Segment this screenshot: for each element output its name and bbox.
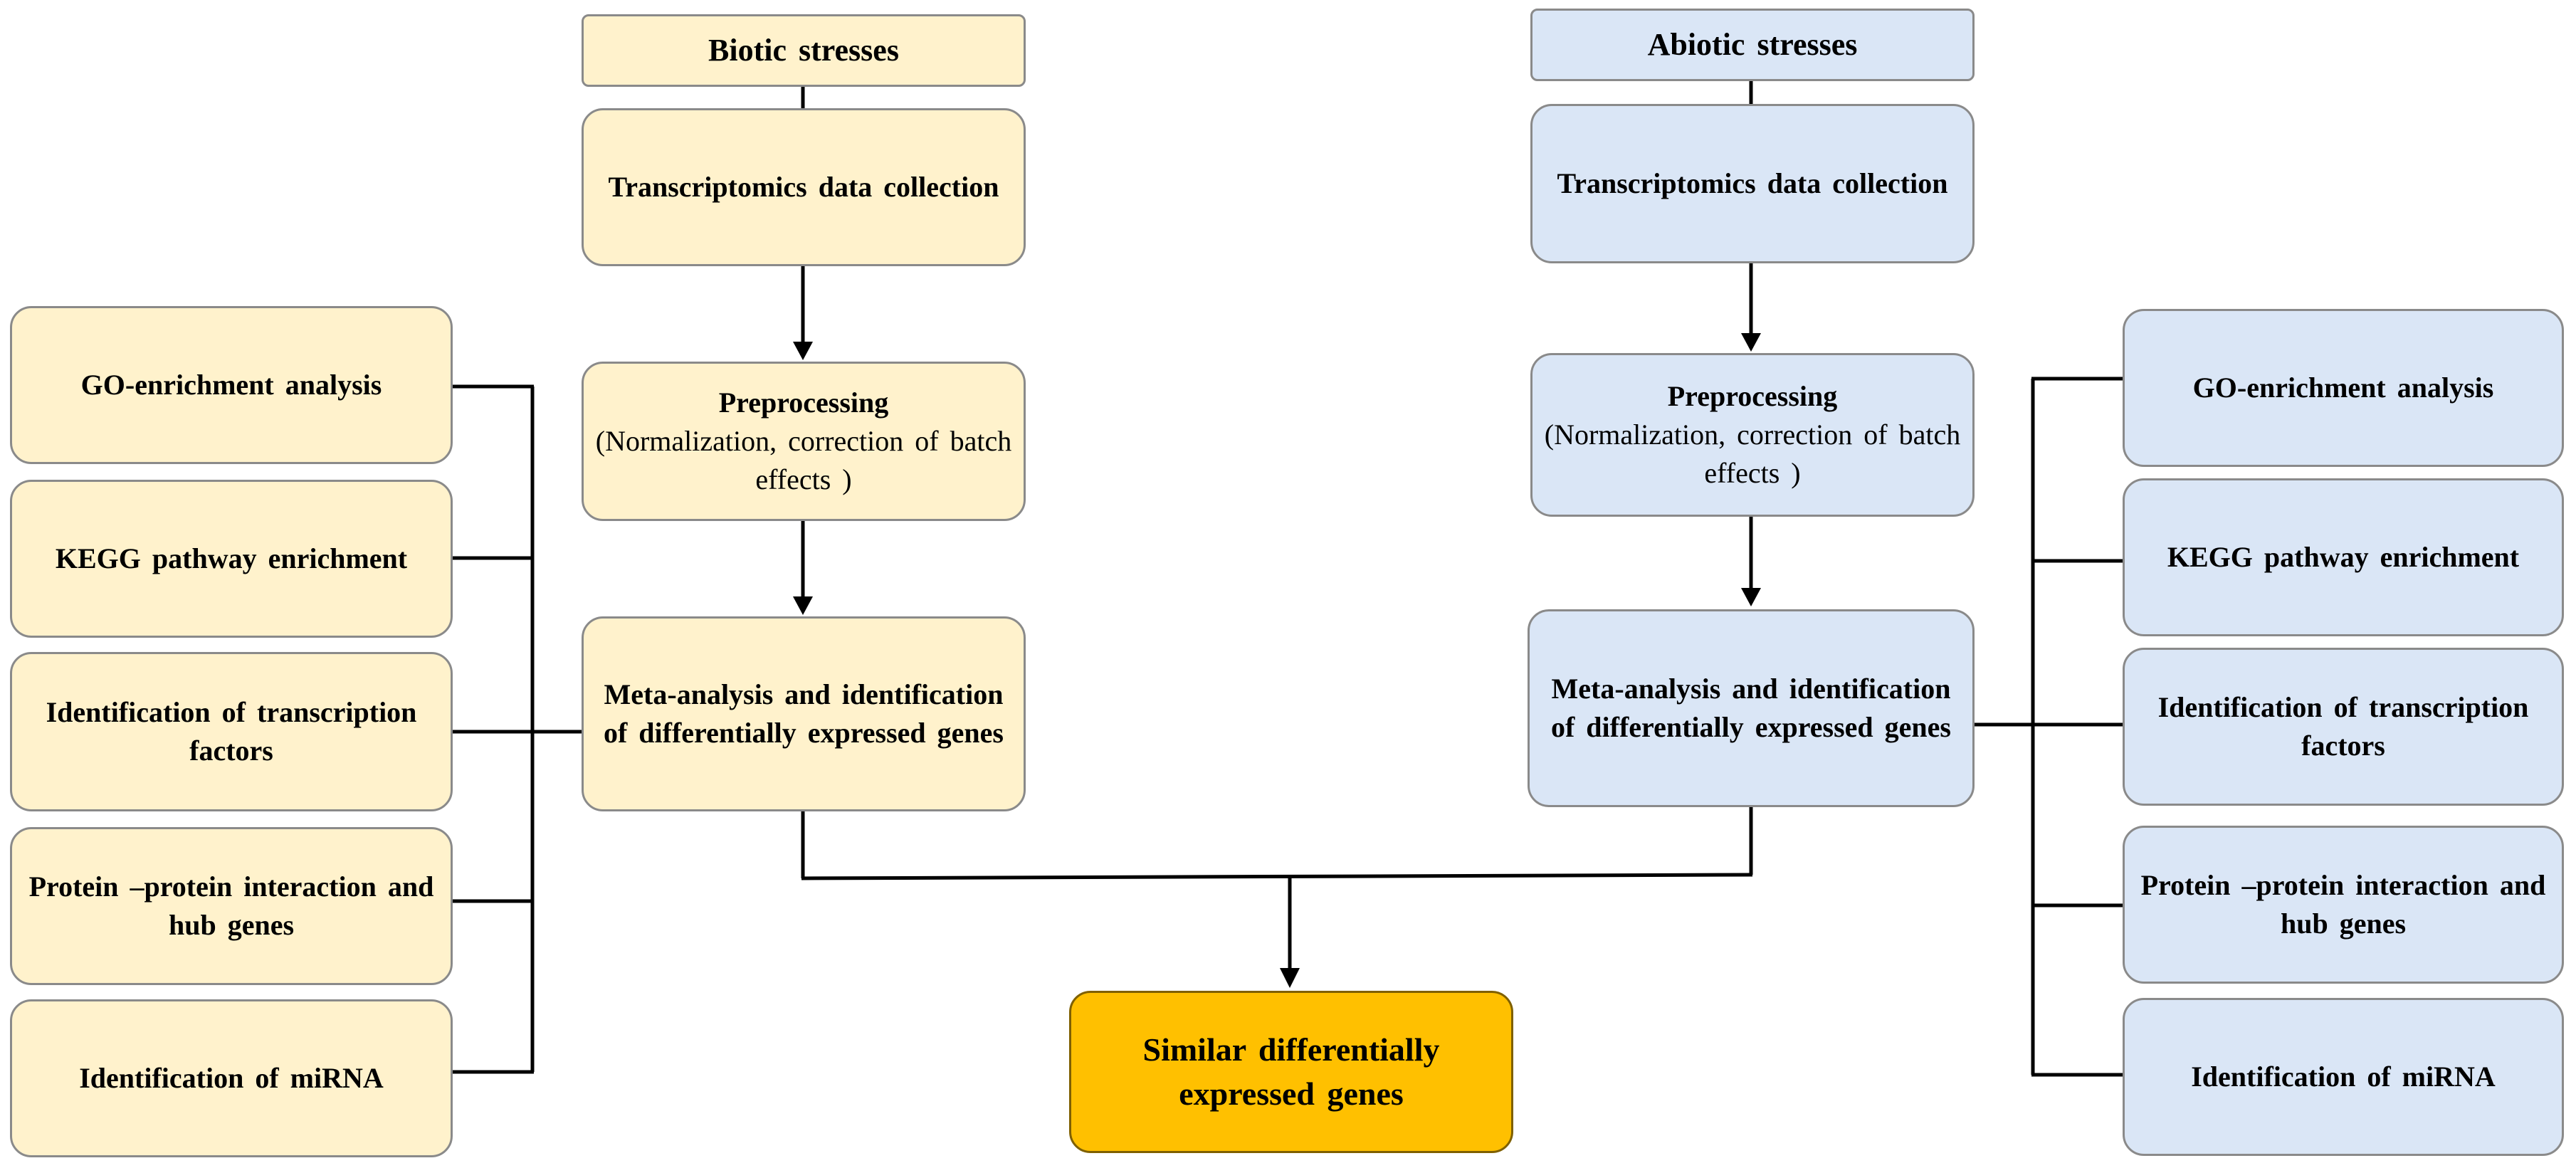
biotic-preprocessing-detail: (Normalization, correction of batch effe… (595, 425, 1012, 495)
biotic-preprocessing-box: Preprocessing (Normalization, correction… (582, 362, 1026, 521)
abiotic-preprocessing-detail: (Normalization, correction of batch effe… (1544, 419, 1961, 489)
arrowhead-biotic-preprocessing (793, 342, 813, 360)
connector-merge-horizontal (801, 873, 1753, 880)
left-mirna-box: Identification of miRNA (10, 999, 453, 1157)
left-ppi-hub-genes-box: Protein –protein interaction and hub gen… (10, 827, 453, 985)
arrowhead-biotic-meta (793, 596, 813, 615)
biotic-stresses-title: Biotic stresses (582, 14, 1026, 87)
right-mirna-box: Identification of miRNA (2123, 998, 2564, 1156)
arrowhead-abiotic-meta (1741, 588, 1761, 606)
biotic-meta-analysis-box: Meta-analysis and identification of diff… (582, 616, 1026, 811)
abiotic-preprocessing-title: Preprocessing (1667, 380, 1838, 412)
abiotic-meta-analysis-box: Meta-analysis and identification of diff… (1528, 609, 1975, 807)
left-go-enrichment-box: GO-enrichment analysis (10, 306, 453, 464)
biotic-collection-box: Transcriptomics data collection (582, 108, 1026, 266)
arrowhead-result (1280, 968, 1300, 988)
abiotic-preprocessing-box: Preprocessing (Normalization, correction… (1530, 353, 1975, 517)
abiotic-collection-box: Transcriptomics data collection (1530, 104, 1975, 263)
abiotic-stresses-title: Abiotic stresses (1530, 9, 1975, 81)
biotic-preprocessing-title: Preprocessing (718, 386, 889, 419)
right-ppi-hub-genes-box: Protein –protein interaction and hub gen… (2123, 826, 2564, 984)
arrowhead-abiotic-preprocessing (1741, 333, 1761, 352)
left-kegg-pathway-box: KEGG pathway enrichment (10, 480, 453, 638)
right-transcription-factors-box: Identification of transcription factors (2123, 648, 2564, 806)
similar-degs-result-box: Similar differentially expressed genes (1069, 991, 1513, 1153)
left-transcription-factors-box: Identification of transcription factors (10, 652, 453, 811)
right-go-enrichment-box: GO-enrichment analysis (2123, 309, 2564, 467)
right-kegg-pathway-box: KEGG pathway enrichment (2123, 478, 2564, 636)
